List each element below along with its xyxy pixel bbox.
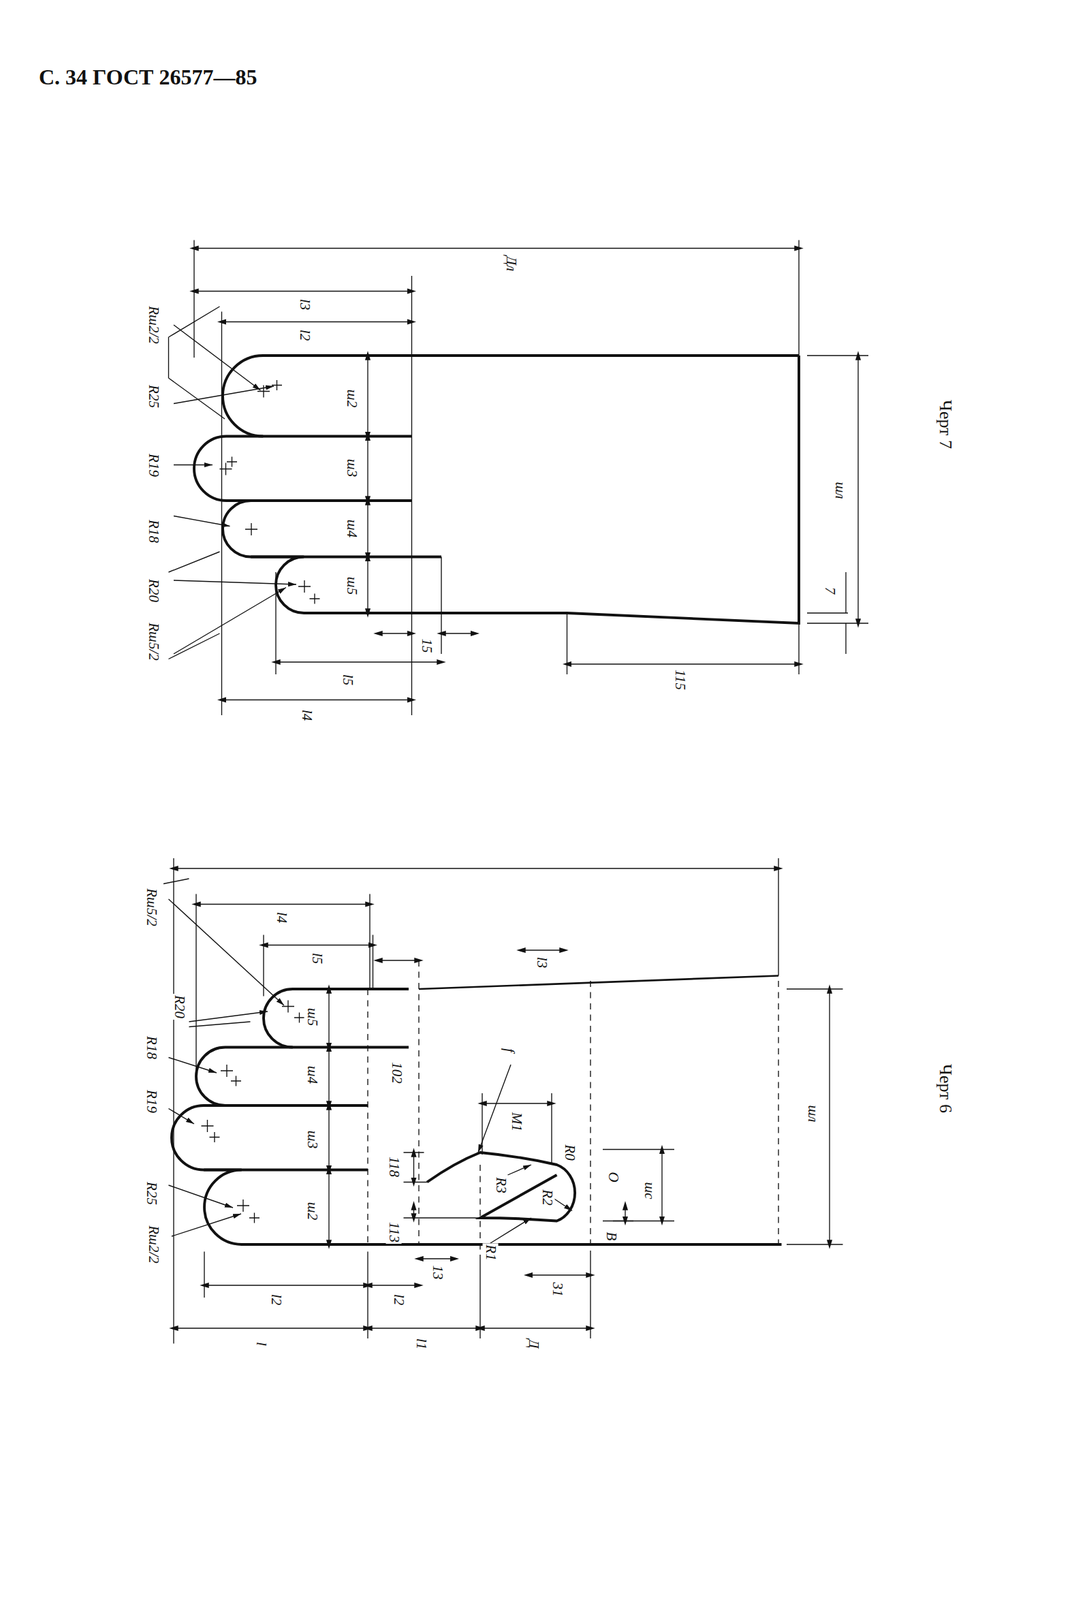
dimension-label: 118 [385, 1155, 402, 1179]
figure-caption: Черт 7 [935, 398, 955, 451]
dimension-label: R20 [145, 577, 161, 604]
dimension-label: l5 [308, 951, 325, 966]
page-header: С. 34 ГОСТ 26577—85 [38, 64, 257, 90]
dimension-label: ш3 [303, 1128, 320, 1149]
dimension-label: Rш5/2 [143, 886, 159, 928]
dimension-label: R19 [145, 452, 161, 479]
dimension-label: R3 [492, 1175, 509, 1194]
dimension-label: R18 [145, 518, 161, 545]
dimension-label: ш3 [343, 457, 359, 479]
dimension-label: 115 [671, 668, 688, 692]
dimension-label: ш4 [343, 517, 359, 539]
dimension-label: l2 [296, 328, 312, 342]
dimension-label: ш2 [343, 388, 359, 409]
dimension-label: M1 [508, 1110, 524, 1133]
dimension-label: 102 [388, 1060, 404, 1085]
dimension-label: B [602, 1230, 619, 1243]
dimension-label: f [500, 1046, 517, 1054]
dimension-label: шс [640, 1180, 657, 1201]
dimension-label: R20 [170, 993, 187, 1020]
dimension-label: R19 [143, 1088, 159, 1115]
dimension-label: l1 [412, 1336, 429, 1350]
dimension-label: 31 [548, 1281, 565, 1299]
dimension-label: ш5 [343, 574, 359, 596]
dimension-label: O [604, 1170, 621, 1184]
dimension-label: l2 [390, 1292, 406, 1307]
dimension-label: l3 [296, 297, 312, 312]
dimension-label: Дл [502, 254, 519, 274]
dimension-label: 15 [418, 637, 434, 655]
dimension-label: l3 [533, 955, 549, 970]
dimension-label: l4 [298, 708, 314, 722]
dimension-label: R25 [143, 1180, 159, 1207]
dimension-label: ш5 [303, 1005, 320, 1027]
drawing-6 [163, 858, 844, 1344]
dimension-label: l5 [339, 672, 355, 686]
dimension-label: Д [525, 1337, 541, 1350]
dimension-label: 113 [385, 1220, 402, 1244]
dimension-label: шл [831, 480, 848, 500]
dimension-label: 13 [429, 1263, 445, 1281]
dimension-label: шл [804, 1103, 821, 1124]
dimension-label: R25 [145, 383, 161, 410]
dimension-label: l4 [273, 910, 289, 925]
drawing-7 [168, 240, 870, 716]
dimension-label: Rш2/2 [145, 304, 161, 346]
dimension-label: Rш5/2 [145, 621, 161, 663]
figure-caption: Черт 6 [935, 1062, 955, 1115]
dimension-label: ш2 [303, 1200, 320, 1221]
dimension-label: R18 [143, 1034, 159, 1061]
dimension-label: l2 [267, 1292, 284, 1307]
dimension-label: l [252, 1340, 269, 1348]
dimension-label: R1 [482, 1242, 498, 1262]
dimension-label: 7 [821, 585, 838, 596]
dimension-label: R2 [538, 1187, 555, 1207]
dimension-label: R0 [561, 1142, 577, 1162]
dimension-label: Rш2/2 [145, 1223, 161, 1265]
dimension-label: ш4 [303, 1064, 320, 1085]
